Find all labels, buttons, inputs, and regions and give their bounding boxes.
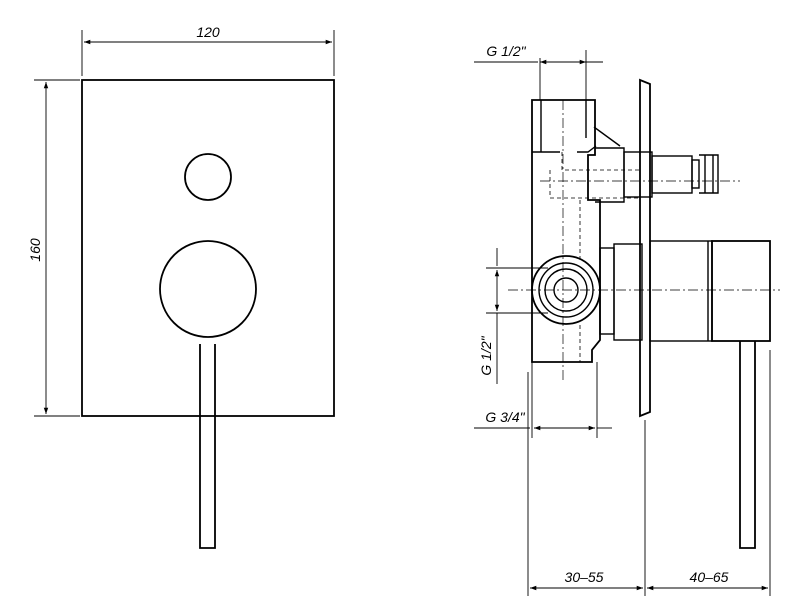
cover-plate — [81, 79, 335, 417]
top-inlet-label: G 1/2" — [486, 43, 526, 59]
lever-side — [739, 341, 756, 549]
handle-range-label: 40–65 — [690, 569, 729, 585]
diverter-knob — [184, 153, 232, 201]
cartridge-housing — [599, 240, 771, 342]
front-view: 120 160 — [27, 24, 335, 549]
diverter-spindle — [595, 147, 719, 203]
side-port-label: G 1/2" — [478, 335, 494, 375]
depth-range-dimension: 30–55 — [527, 372, 646, 596]
height-label: 160 — [27, 238, 43, 262]
top-inlet-dimension: G 1/2" — [474, 43, 603, 100]
side-view: G 1/2" — [474, 43, 780, 596]
side-port-dimension: G 1/2" — [478, 248, 548, 384]
handle-range-dimension: 40–65 — [647, 350, 771, 596]
bottom-outlet-label: G 3/4" — [485, 409, 525, 425]
lever-handle — [199, 344, 216, 549]
bottom-outlet-dimension: G 3/4" — [474, 362, 612, 438]
handle-base — [159, 240, 257, 338]
depth-range-label: 30–55 — [565, 569, 604, 585]
height-dimension: 160 — [27, 79, 80, 417]
top-inlet-spout — [540, 100, 587, 152]
mixer-body — [531, 99, 601, 363]
width-dimension: 120 — [81, 24, 335, 76]
wall-plate-side — [639, 78, 651, 418]
width-label: 120 — [196, 24, 220, 40]
